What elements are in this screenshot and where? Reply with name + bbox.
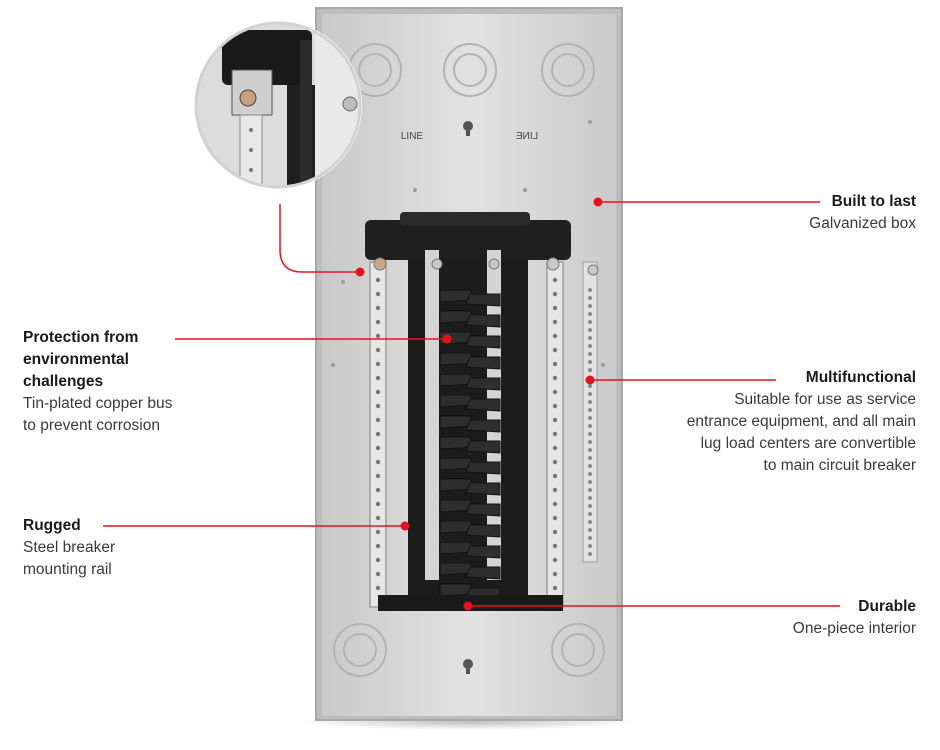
callout-rugged: Rugged Steel breaker mounting rail [23,515,173,581]
callout-multifunctional: Multifunctional Suitable for use as serv… [686,367,916,477]
callout-built-to-last: Built to last Galvanized box [716,191,916,235]
callout-title: Durable [858,598,916,615]
callout-lines [103,201,840,607]
callout-durable: Durable One-piece interior [716,596,916,640]
callout-desc: One-piece interior [792,620,916,637]
zoom-leader-line [279,204,360,273]
zoom-detail-inset [194,21,362,189]
interior-assembly [365,212,599,611]
callout-desc: Steel breaker mounting rail [23,539,116,578]
line-label-left: LINE [401,131,424,142]
callout-desc: Suitable for use as service entrance equ… [686,391,916,474]
line-label-right: LINE [516,131,539,142]
callout-dots [355,197,603,611]
callout-desc: Tin-plated copper bus to prevent corrosi… [23,395,173,434]
callout-title: Built to last [831,193,916,210]
callout-desc: Galvanized box [809,215,916,232]
callout-title: Rugged [23,517,81,534]
callout-title: Multifunctional [805,369,916,386]
callout-title: Protection from environmental challenges [23,329,139,390]
callout-protection: Protection from environmental challenges… [23,327,183,437]
